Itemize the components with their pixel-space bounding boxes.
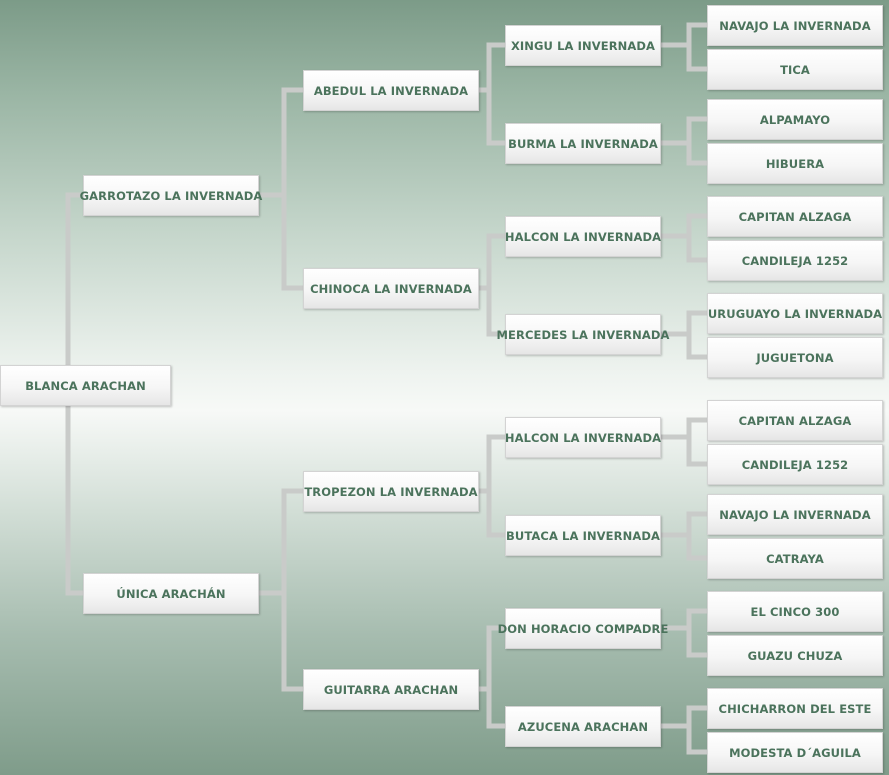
- connector-ggp5: [661, 417, 709, 467]
- great-great-grandparent-node: EL CINCO 300: [707, 591, 883, 632]
- grandparent-node: GUITARRA ARACHAN: [303, 669, 479, 710]
- great-great-grandparent-node: ALPAMAYO: [707, 99, 883, 140]
- great-great-grandparent-node: NAVAJO LA INVERNADA: [707, 5, 883, 46]
- connector-ggp4: [661, 310, 709, 360]
- connector-ggp2: [661, 116, 709, 166]
- connector-sire: [259, 87, 305, 291]
- grandparent-node: ABEDUL LA INVERNADA: [303, 70, 479, 111]
- great-great-grandparent-node: TICA: [707, 49, 883, 90]
- connector-gp2: [479, 233, 507, 337]
- connector-gp3: [479, 434, 507, 538]
- great-great-grandparent-node: CAPITAN ALZAGA: [707, 400, 883, 441]
- great-great-grandparent-node: MODESTA D´AGUILA: [707, 732, 883, 773]
- great-great-grandparent-node: GUAZU CHUZA: [707, 635, 883, 676]
- connector-ggp7: [661, 608, 709, 658]
- root-node: BLANCA ARACHAN: [0, 365, 171, 406]
- great-grandparent-node: HALCON LA INVERNADA: [505, 417, 661, 458]
- sire-node: GARROTAZO LA INVERNADA: [80, 175, 262, 216]
- connector-root: [65, 192, 85, 596]
- great-grandparent-node: HALCON LA INVERNADA: [505, 216, 661, 257]
- great-great-grandparent-node: CATRAYA: [707, 538, 883, 579]
- great-grandparent-node: BURMA LA INVERNADA: [505, 123, 661, 164]
- connector-gp1: [479, 42, 507, 146]
- great-grandparent-node: DON HORACIO COMPADRE: [498, 608, 668, 649]
- great-great-grandparent-node: URUGUAYO LA INVERNADA: [707, 293, 883, 334]
- great-grandparent-node: MERCEDES LA INVERNADA: [497, 314, 669, 355]
- connector-dam: [259, 488, 305, 692]
- connector-gp4: [479, 625, 507, 729]
- connector-ggp6: [661, 511, 709, 561]
- great-great-grandparent-node: HIBUERA: [707, 143, 883, 184]
- great-great-grandparent-node: NAVAJO LA INVERNADA: [707, 494, 883, 535]
- grandparent-node: TROPEZON LA INVERNADA: [303, 471, 479, 512]
- great-great-grandparent-node: CHICHARRON DEL ESTE: [707, 688, 883, 729]
- great-great-grandparent-node: JUGUETONA: [707, 337, 883, 378]
- connector-ggp3: [661, 213, 709, 263]
- connector-ggp8: [661, 705, 709, 755]
- great-great-grandparent-node: CANDILEJA 1252: [707, 240, 883, 281]
- grandparent-node: CHINOCA LA INVERNADA: [303, 268, 479, 309]
- connector-ggp1: [661, 22, 709, 72]
- great-grandparent-node: XINGU LA INVERNADA: [505, 25, 661, 66]
- great-grandparent-node: BUTACA LA INVERNADA: [505, 515, 661, 556]
- dam-node: ÚNICA ARACHÁN: [83, 573, 259, 614]
- great-great-grandparent-node: CANDILEJA 1252: [707, 444, 883, 485]
- great-great-grandparent-node: CAPITAN ALZAGA: [707, 196, 883, 237]
- great-grandparent-node: AZUCENA ARACHAN: [505, 706, 661, 747]
